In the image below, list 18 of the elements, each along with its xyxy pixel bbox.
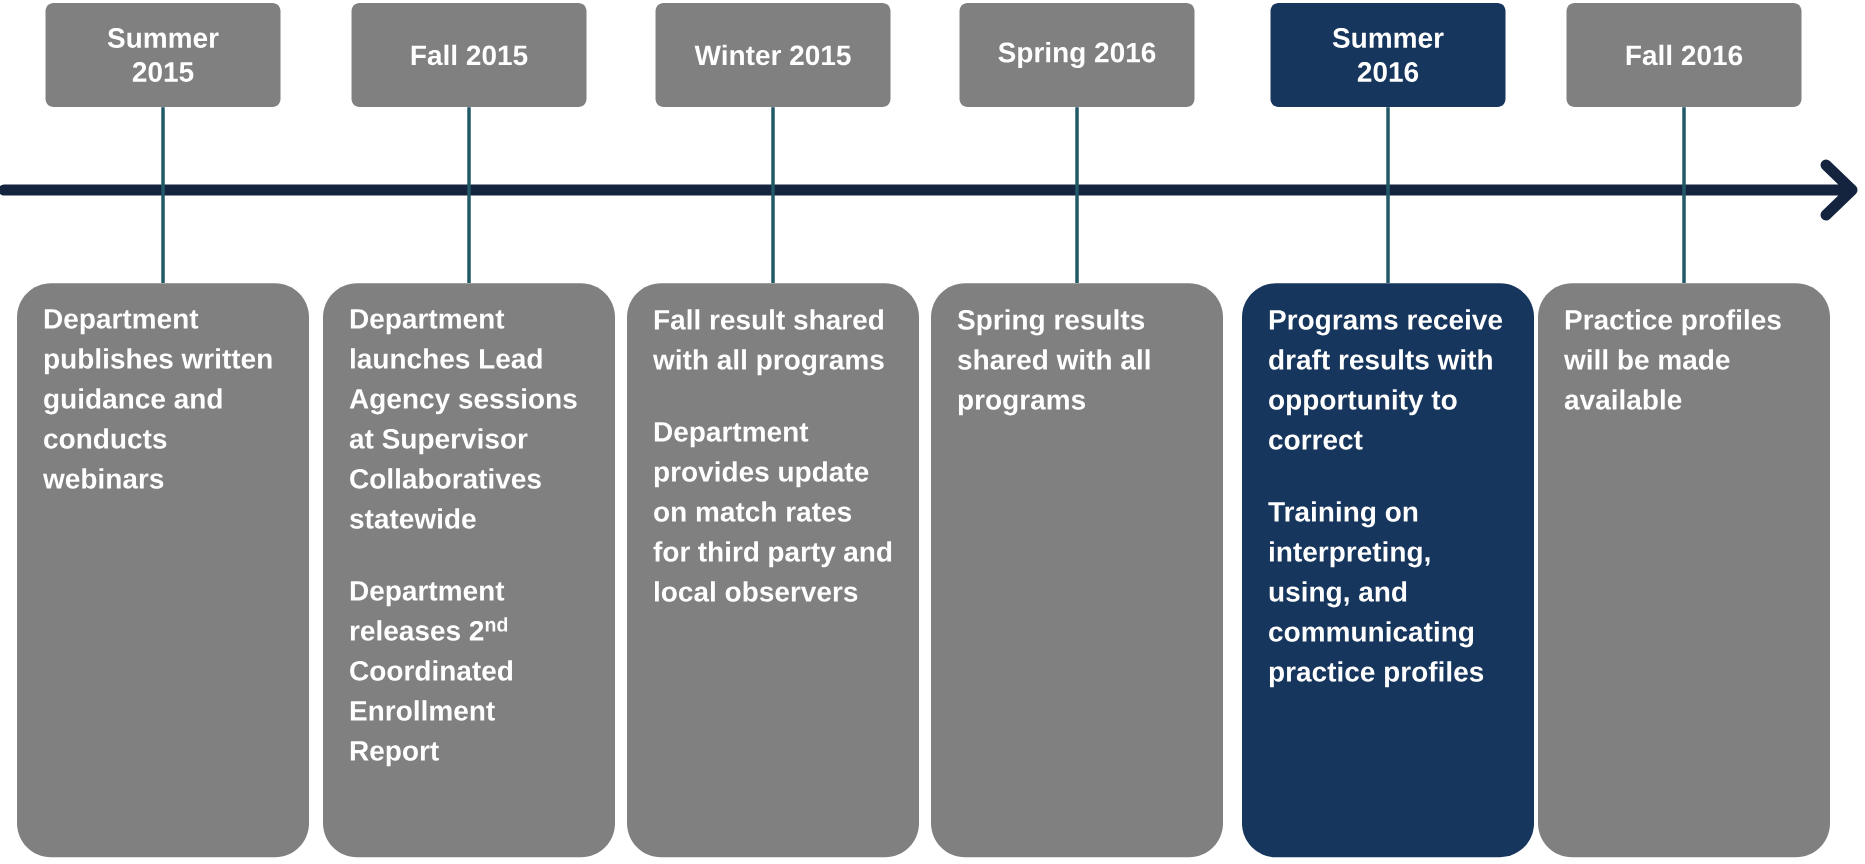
connector-line bbox=[771, 107, 775, 283]
event-box: Spring results shared with all programs bbox=[931, 283, 1223, 858]
event-box: Practice profiles will be made available bbox=[1538, 283, 1830, 858]
event-box: Department launches Lead Agency sessions at Supervisor Collaboratives statewide Department releases 2$^{nd}$ Coordinated Enrollment Report bbox=[323, 283, 615, 858]
connector-line bbox=[1075, 107, 1079, 283]
connector-line bbox=[1386, 107, 1390, 283]
event-box: Fall result shared with all programs Department provides update on match rates for third party and local observers bbox=[627, 283, 919, 858]
event-box: Department publishes written guidance and conducts webinars bbox=[17, 283, 309, 858]
connector-line bbox=[1682, 107, 1686, 283]
date-box: Spring 2016 bbox=[959, 3, 1195, 107]
date-box: Fall 2016 bbox=[1566, 3, 1802, 107]
date-box: Summer 2016 bbox=[1270, 3, 1506, 107]
connector-line bbox=[467, 107, 471, 283]
date-box: Summer 2015 bbox=[45, 3, 281, 107]
date-box: Winter 2015 bbox=[655, 3, 891, 107]
date-box: Fall 2015 bbox=[351, 3, 587, 107]
event-box: Programs receive draft results with opportunity to correct Training on interpreting, using, and communicating practice profiles bbox=[1242, 283, 1534, 858]
connector-line bbox=[161, 107, 165, 283]
